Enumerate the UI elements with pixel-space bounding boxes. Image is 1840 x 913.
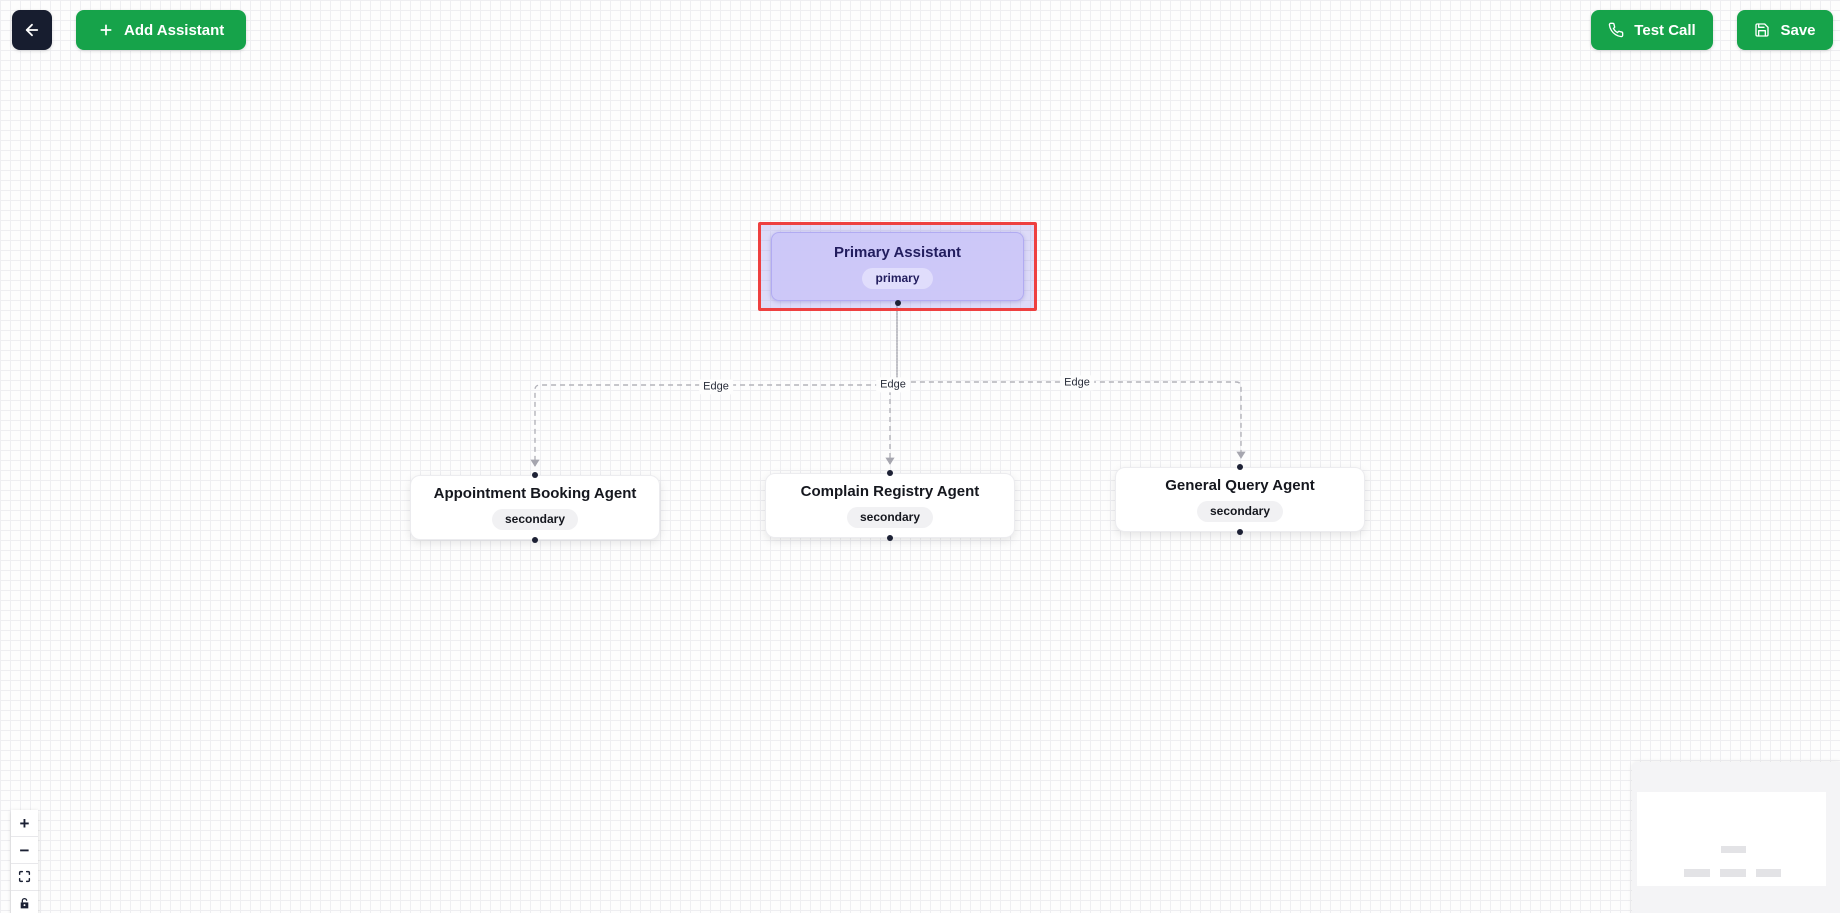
zoom-in-button[interactable]: + xyxy=(11,810,38,837)
fit-view-icon xyxy=(18,869,31,886)
save-label: Save xyxy=(1780,21,1816,39)
minimap-node xyxy=(1684,869,1710,877)
edge-label[interactable]: Edge xyxy=(876,377,910,393)
phone-icon xyxy=(1608,22,1624,38)
fit-view-button[interactable] xyxy=(11,864,38,891)
node-title: General Query Agent xyxy=(1165,476,1315,494)
minimap-node xyxy=(1721,846,1746,853)
add-assistant-button[interactable]: Add Assistant xyxy=(76,10,247,50)
minimap[interactable] xyxy=(1632,762,1840,913)
source-handle[interactable] xyxy=(894,300,901,306)
node-general-query-agent[interactable]: General Query Agent secondary xyxy=(1115,464,1365,535)
save-icon xyxy=(1754,22,1770,38)
minimap-node xyxy=(1720,869,1746,877)
node-appointment-booking-agent[interactable]: Appointment Booking Agent secondary xyxy=(410,472,660,543)
node-type-badge: secondary xyxy=(491,508,579,531)
back-button[interactable] xyxy=(12,10,52,50)
node-complain-registry-agent[interactable]: Complain Registry Agent secondary xyxy=(765,470,1015,541)
save-button[interactable]: Save xyxy=(1737,10,1833,50)
node-title: Appointment Booking Agent xyxy=(433,484,637,502)
node-primary-assistant[interactable]: Primary Assistant primary xyxy=(758,222,1037,311)
source-handle[interactable] xyxy=(887,535,893,541)
minimap-node xyxy=(1756,869,1781,877)
test-call-label: Test Call xyxy=(1634,21,1696,39)
target-handle[interactable] xyxy=(1237,464,1243,470)
target-handle[interactable] xyxy=(887,470,893,476)
lock-icon xyxy=(18,896,31,913)
node-title: Primary Assistant xyxy=(833,243,961,261)
plus-icon xyxy=(98,22,114,38)
source-handle[interactable] xyxy=(532,537,538,543)
target-handle[interactable] xyxy=(532,472,538,478)
test-call-button[interactable]: Test Call xyxy=(1591,10,1713,50)
node-type-badge: primary xyxy=(862,267,933,290)
node-type-badge: secondary xyxy=(846,506,934,529)
node-type-badge: secondary xyxy=(1196,500,1284,523)
source-handle[interactable] xyxy=(1237,529,1243,535)
zoom-out-button[interactable]: − xyxy=(11,837,38,864)
arrow-left-icon xyxy=(23,21,41,39)
flow-controls: + − xyxy=(11,810,38,913)
node-card[interactable]: Primary Assistant primary xyxy=(771,232,1024,301)
add-assistant-label: Add Assistant xyxy=(124,21,225,39)
minimap-viewport[interactable] xyxy=(1637,792,1826,886)
node-title: Complain Registry Agent xyxy=(800,482,980,500)
edge-label[interactable]: Edge xyxy=(699,379,733,395)
lock-interactivity-button[interactable] xyxy=(11,891,38,913)
edge-label[interactable]: Edge xyxy=(1060,375,1094,391)
